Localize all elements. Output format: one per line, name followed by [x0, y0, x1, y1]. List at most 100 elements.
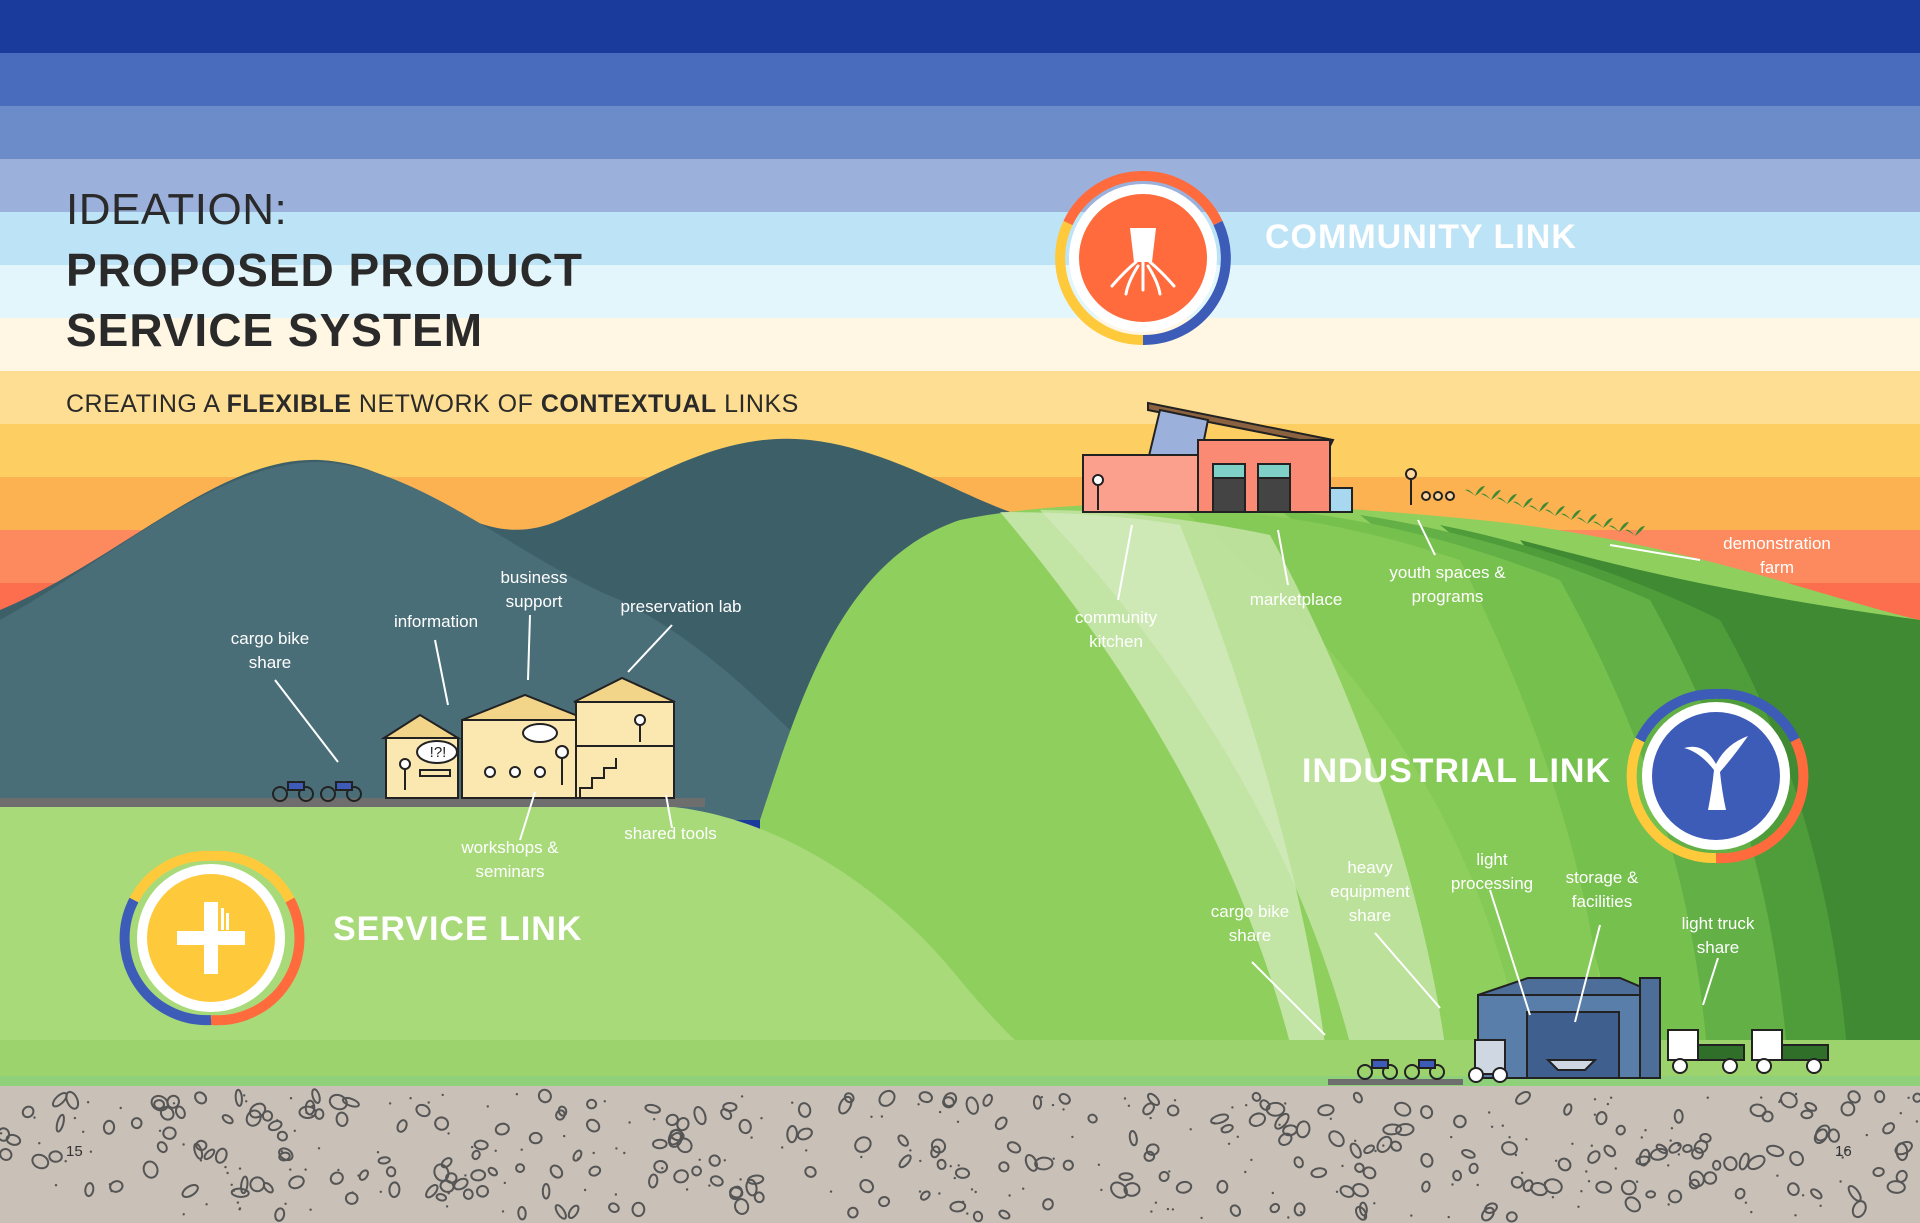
soil-dot — [698, 1158, 701, 1162]
pebble — [693, 1106, 707, 1126]
soil-dot — [182, 1143, 185, 1146]
pebble — [84, 1182, 95, 1198]
pebble — [439, 1179, 455, 1193]
soil-dot — [791, 1101, 794, 1104]
pebble — [276, 1130, 288, 1142]
soil-dot — [317, 1147, 321, 1150]
soil-dot — [236, 1201, 240, 1204]
soil-dot — [1250, 1158, 1253, 1162]
soil-pebbles — [0, 1088, 1920, 1223]
soil-dot — [427, 1101, 430, 1104]
pebble — [278, 1151, 291, 1162]
pebble — [240, 1175, 249, 1195]
soil-dot — [1635, 1180, 1639, 1183]
page-number-left: 15 — [66, 1143, 83, 1160]
label-cargo-bike-share-right: cargo bike share — [1210, 902, 1290, 945]
pebble — [1421, 1180, 1431, 1193]
soil-dot — [1744, 1201, 1748, 1204]
soil-dot — [1284, 1102, 1287, 1105]
pebble — [653, 1159, 669, 1174]
pebble — [102, 1119, 116, 1135]
soil-dot — [230, 1183, 233, 1187]
pebble — [549, 1164, 564, 1179]
demonstration-farm-figures — [1405, 468, 1455, 505]
soil-dot — [1373, 1202, 1376, 1205]
soil-dot — [661, 1167, 664, 1170]
soil-dot — [938, 1192, 941, 1195]
plus-building-icon — [177, 902, 245, 974]
soil-dot — [740, 1095, 744, 1098]
pebble — [1872, 1166, 1885, 1178]
soil-dot — [1008, 1194, 1011, 1197]
pebble — [298, 1105, 317, 1120]
soil-dot — [515, 1093, 519, 1096]
soil-dot — [592, 1151, 595, 1155]
pebble — [965, 1096, 979, 1115]
soil-dot — [1776, 1174, 1779, 1177]
soil-dot — [158, 1129, 162, 1133]
soil-dot — [199, 1159, 203, 1162]
pebble — [130, 1117, 143, 1130]
soil-dot — [1154, 1201, 1158, 1204]
soil-dot — [1706, 1096, 1710, 1099]
soil-dot — [1609, 1096, 1613, 1099]
pebble — [153, 1099, 165, 1110]
soil-dot — [685, 1188, 689, 1191]
soil-dot — [0, 1132, 3, 1135]
soil-dot — [1227, 1142, 1231, 1146]
title-line-1: IDEATION: — [66, 185, 288, 234]
seedling — [1465, 486, 1485, 496]
service-link-title: SERVICE LINK — [333, 910, 583, 948]
soil-dot — [1051, 1103, 1055, 1107]
pebble — [797, 1102, 812, 1118]
pebble — [608, 1202, 620, 1214]
soil-dot — [1779, 1099, 1782, 1102]
pebble — [1505, 1211, 1518, 1223]
pebble — [1274, 1112, 1290, 1130]
pebble — [854, 1136, 872, 1153]
pebble — [453, 1177, 469, 1191]
pebble — [1595, 1111, 1608, 1126]
pebble — [1295, 1120, 1311, 1139]
seedling — [1609, 522, 1629, 532]
pebble — [425, 1184, 439, 1199]
soil-dot — [760, 1117, 763, 1120]
page-number-right: 16 — [1835, 1143, 1852, 1160]
soil-dot — [628, 1121, 631, 1124]
soil-dot — [1667, 1164, 1670, 1167]
soil-dot — [918, 1190, 922, 1193]
soil-dot — [1669, 1139, 1672, 1142]
pebble — [1128, 1129, 1138, 1147]
soil-dot — [1508, 1136, 1511, 1139]
soil-dot — [1476, 1183, 1479, 1187]
soil-dot — [956, 1120, 960, 1124]
label-light-truck-share: light truck share — [1681, 914, 1755, 957]
soil-dot — [1839, 1180, 1842, 1183]
soil-dot — [376, 1151, 380, 1154]
pebble — [1522, 1179, 1534, 1193]
soil-dot — [919, 1159, 922, 1163]
pebble — [1595, 1180, 1613, 1194]
soil-dot — [805, 1149, 808, 1152]
soil-dot — [1606, 1102, 1610, 1106]
pebble — [462, 1188, 474, 1200]
soil-dot — [232, 1189, 235, 1192]
soil-dot — [917, 1103, 920, 1106]
pebble — [1452, 1169, 1463, 1182]
pebble — [1328, 1130, 1345, 1148]
service-badge — [119, 850, 305, 1026]
pebble — [494, 1122, 510, 1136]
pebble — [652, 1138, 668, 1150]
pebble — [998, 1209, 1011, 1220]
soil-dot — [708, 1184, 711, 1187]
soil-dot — [82, 1130, 85, 1134]
cargo-bikes-right — [1357, 1059, 1445, 1080]
community-badge — [1055, 170, 1231, 346]
soil-dot — [1189, 1128, 1192, 1131]
pebble — [0, 1127, 11, 1142]
soil-dot — [1614, 1167, 1618, 1170]
soil-dot — [172, 1102, 176, 1105]
pebble — [55, 1113, 65, 1133]
pebble — [648, 1173, 659, 1189]
pebble — [919, 1190, 931, 1201]
